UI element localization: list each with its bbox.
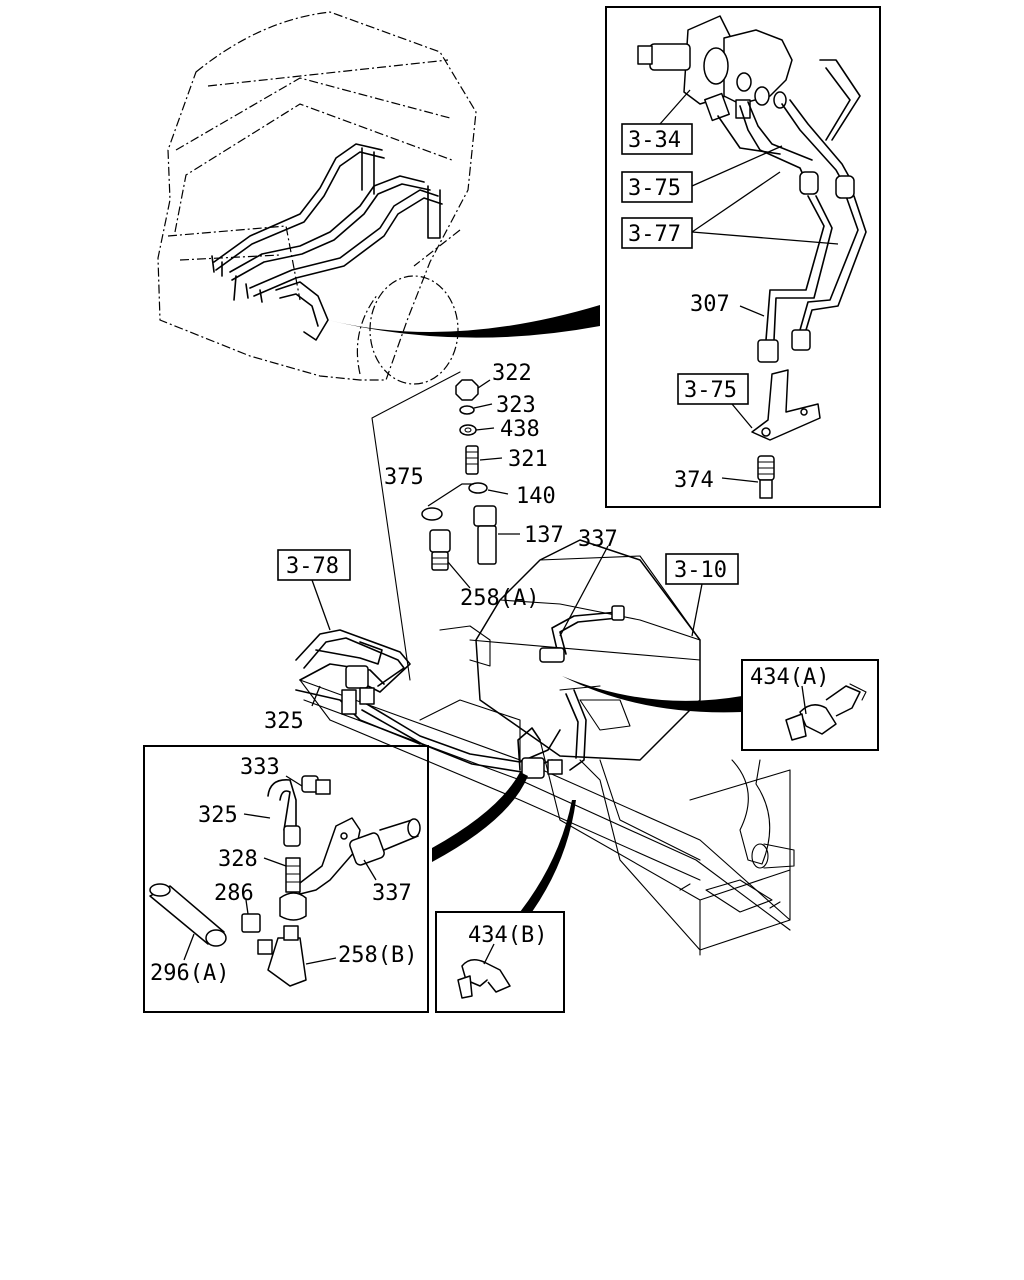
pointer-wedge-434a (562, 676, 742, 713)
pointer-wedge-434b (520, 800, 576, 912)
exploded-leaders (427, 379, 520, 589)
inset-fittings-parts (149, 775, 421, 987)
label-ref-3-75-bracket: 3-75 (684, 378, 737, 403)
label-ref-3-75-top: 3-75 (628, 176, 681, 201)
pointer-wedge-inset-left (432, 772, 528, 862)
label-337-top: 337 (578, 527, 618, 552)
tank-pipe-337 (539, 605, 625, 663)
ref-box-3-75-bracket (677, 373, 749, 405)
label-434a: 434(A) (750, 665, 829, 690)
label-ref-3-78: 3-78 (286, 554, 339, 579)
clip-434a (785, 683, 867, 741)
ref-box-3-34 (621, 123, 693, 155)
label-286: 286 (214, 881, 254, 906)
label-328: 328 (218, 847, 258, 872)
label-323: 323 (496, 393, 536, 418)
exploded-guide-line (371, 371, 461, 681)
inset-frame-434a (741, 659, 879, 751)
clip-434b (457, 959, 511, 999)
fuel-tank (439, 539, 701, 761)
label-296a: 296(A) (150, 961, 229, 986)
label-374: 374 (674, 468, 714, 493)
main-leaders (311, 545, 703, 707)
fuel-hose-routing (359, 689, 587, 779)
inset-frame-injection-pump (605, 6, 881, 508)
label-140: 140 (516, 484, 556, 509)
label-ref-3-34: 3-34 (628, 128, 681, 153)
label-325-main: 325 (264, 709, 304, 734)
leader-434b (483, 943, 495, 965)
label-258a: 258(A) (460, 586, 539, 611)
inset-frame-434b (435, 911, 565, 1013)
truck-cab-outline (157, 11, 477, 385)
chassis-frame (299, 679, 795, 956)
pipe-bracket (751, 369, 821, 441)
banjo-fitting-374 (757, 455, 775, 499)
labels: 3-34 3-75 3-77 307 3-75 374 322 323 438 … (150, 128, 829, 986)
ref-box-3-78 (277, 549, 351, 581)
exploded-parts-stack (421, 379, 497, 571)
label-438: 438 (500, 417, 540, 442)
label-325-inset: 325 (198, 803, 238, 828)
label-337-inset: 337 (372, 881, 412, 906)
label-321: 321 (508, 447, 548, 472)
pipe-assembly-325 (295, 629, 421, 745)
inset-frame-fittings (143, 745, 429, 1013)
ref-box-3-75-top (621, 171, 693, 203)
label-333: 333 (240, 755, 280, 780)
injection-pipes (717, 59, 867, 363)
injection-pump (637, 15, 793, 122)
label-ref-3-10: 3-10 (674, 558, 727, 583)
leader-434a (801, 685, 807, 715)
label-322: 322 (492, 361, 532, 386)
inset-fittings-leaders (183, 775, 377, 965)
inset-leaders (659, 89, 839, 483)
label-ref-3-77: 3-77 (628, 222, 681, 247)
cab-pointer-wedge (328, 305, 600, 338)
ref-box-3-77 (621, 217, 693, 249)
cab-fuel-lines (211, 143, 443, 341)
label-434b: 434(B) (468, 923, 547, 948)
label-307: 307 (690, 292, 730, 317)
label-137: 137 (524, 523, 564, 548)
label-258b: 258(B) (338, 943, 417, 968)
label-375: 375 (384, 465, 424, 490)
